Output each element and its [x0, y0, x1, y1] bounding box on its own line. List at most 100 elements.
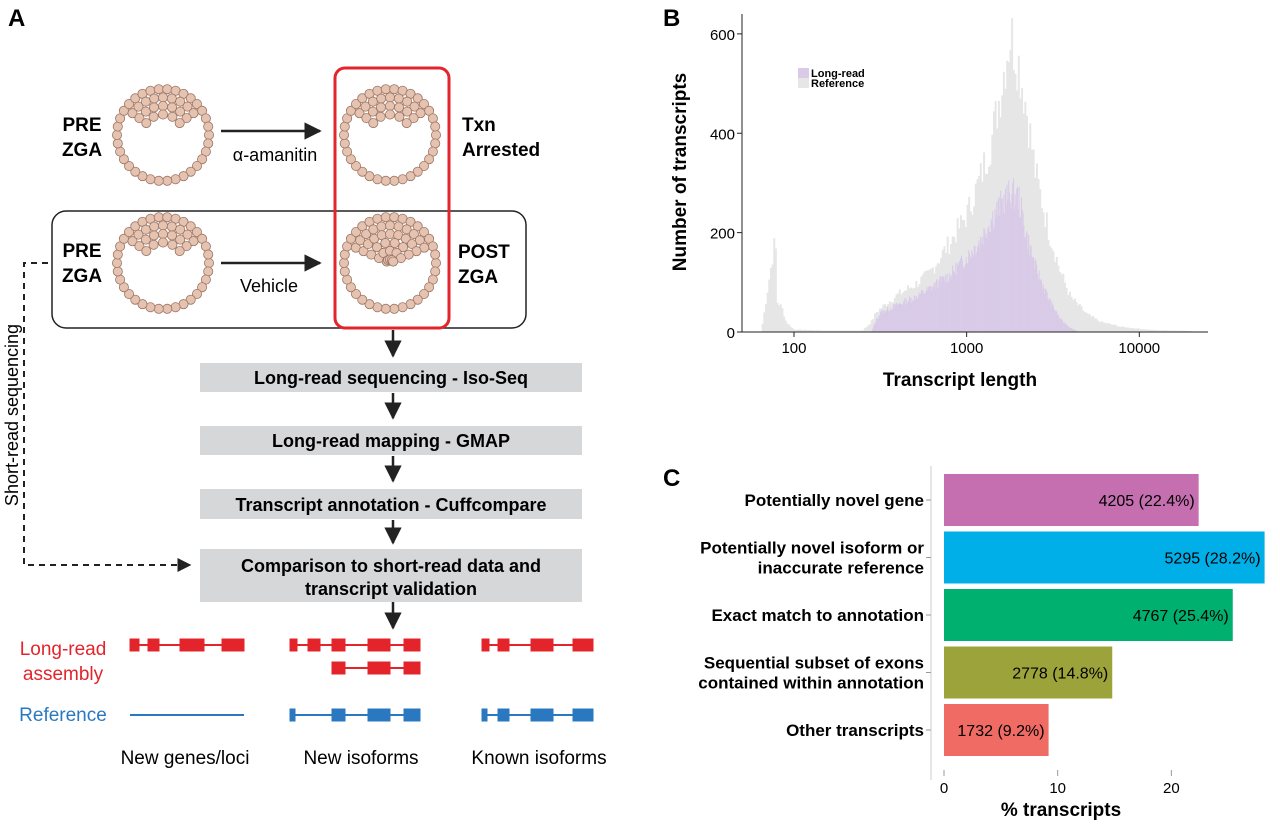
- category-label: contained within annotation: [698, 674, 924, 693]
- histogram-bin: [1056, 315, 1059, 332]
- x-tick-label: 100: [781, 340, 806, 357]
- histogram-bin: [929, 286, 931, 332]
- histogram-bin: [857, 330, 860, 332]
- histogram-bin: [1171, 330, 1174, 332]
- legend-swatch-reference: [798, 78, 809, 88]
- histogram-bin: [896, 305, 898, 332]
- histogram-bin: [807, 330, 810, 332]
- histogram-bin: [1067, 294, 1070, 332]
- histogram-bin: [896, 302, 898, 332]
- histogram-bin: [962, 265, 964, 332]
- cell: [140, 106, 151, 117]
- cell: [362, 239, 373, 250]
- cell: [203, 249, 214, 260]
- histogram-bin: [1056, 310, 1058, 332]
- histogram-bin: [922, 289, 924, 332]
- cell: [367, 96, 378, 107]
- histogram-bin: [878, 316, 880, 332]
- histogram-bin: [862, 330, 865, 332]
- histogram-bin: [1008, 192, 1011, 332]
- histogram-bin: [1082, 310, 1085, 332]
- cell: [167, 111, 178, 122]
- cell: [430, 249, 441, 260]
- histogram-bin: [1074, 329, 1076, 332]
- histogram-bin: [771, 264, 774, 332]
- histogram-bin: [888, 310, 890, 332]
- histogram-bin: [992, 211, 994, 332]
- histogram-bin: [874, 313, 876, 332]
- histogram-bin: [1032, 149, 1035, 332]
- histogram-bin: [902, 304, 904, 332]
- histogram-bin: [829, 330, 832, 332]
- cell: [339, 266, 350, 277]
- histogram-bin: [1121, 326, 1124, 332]
- cell: [182, 229, 193, 240]
- y-tick-label: 0: [727, 325, 735, 342]
- category-label: Potentially novel isoform or: [700, 539, 924, 558]
- histogram-bin: [1020, 197, 1023, 332]
- histogram-bin: [901, 304, 903, 332]
- histogram-bin: [927, 290, 929, 332]
- histogram-bin: [1032, 257, 1035, 332]
- histogram-bin: [931, 290, 933, 332]
- histogram-bin: [1077, 305, 1080, 332]
- histogram-bin: [924, 293, 926, 332]
- histogram-bin: [1052, 251, 1055, 332]
- histogram-bin: [913, 295, 915, 332]
- histogram-bin: [951, 274, 953, 332]
- histogram-bin: [968, 250, 970, 332]
- histogram-bin: [821, 330, 824, 332]
- histogram-bin: [1027, 249, 1029, 332]
- histogram-bin: [882, 310, 884, 332]
- histogram-bin: [1037, 178, 1040, 332]
- histogram-bin: [1045, 212, 1048, 332]
- cell: [339, 121, 350, 132]
- cell: [181, 113, 192, 124]
- histogram-bin: [1093, 318, 1096, 332]
- histogram-bin: [1003, 194, 1005, 332]
- histogram-bin: [940, 275, 942, 332]
- histogram-bin: [1068, 291, 1071, 332]
- histogram-bin: [921, 291, 923, 332]
- cell: [148, 239, 159, 250]
- histogram-bin: [995, 217, 997, 332]
- histogram-bin: [1028, 234, 1030, 332]
- y-tick-label: 400: [710, 126, 735, 143]
- histogram-bin: [779, 304, 782, 332]
- histogram-bin: [905, 298, 907, 332]
- histogram-bin: [976, 252, 978, 332]
- cell: [371, 242, 382, 253]
- cell: [175, 234, 186, 245]
- cell: [124, 227, 135, 238]
- histogram-bin: [1059, 271, 1062, 332]
- histogram-bin: [984, 237, 987, 332]
- histogram-bin: [1176, 330, 1179, 332]
- histogram-bin: [1009, 201, 1011, 332]
- histogram-bin: [1128, 328, 1131, 332]
- histogram-bin: [1012, 183, 1014, 332]
- histogram-bin: [893, 304, 895, 332]
- histogram-bin: [1169, 330, 1172, 332]
- histogram-bin: [992, 228, 995, 332]
- histogram-bin: [871, 328, 874, 332]
- cell: [140, 224, 151, 235]
- cell: [137, 299, 148, 310]
- histogram-bin: [1034, 177, 1037, 332]
- histogram-bin: [959, 261, 961, 332]
- cell: [175, 224, 186, 235]
- row2-right-line1: POST: [458, 242, 510, 263]
- histogram-bin: [883, 310, 885, 332]
- histogram-bin: [842, 330, 845, 332]
- histogram-bin: [920, 293, 922, 332]
- histogram-bin: [933, 282, 935, 332]
- short-read-label: Short-read sequencing: [2, 324, 22, 506]
- histogram-bin: [987, 228, 989, 332]
- step-label-4a: Comparison to short-read data and: [241, 556, 541, 576]
- cell: [354, 108, 365, 119]
- histogram-bin: [876, 319, 878, 332]
- histogram-bin: [849, 330, 852, 332]
- cell: [153, 175, 164, 186]
- histogram-bin: [1043, 287, 1045, 332]
- histogram-bin: [888, 311, 890, 332]
